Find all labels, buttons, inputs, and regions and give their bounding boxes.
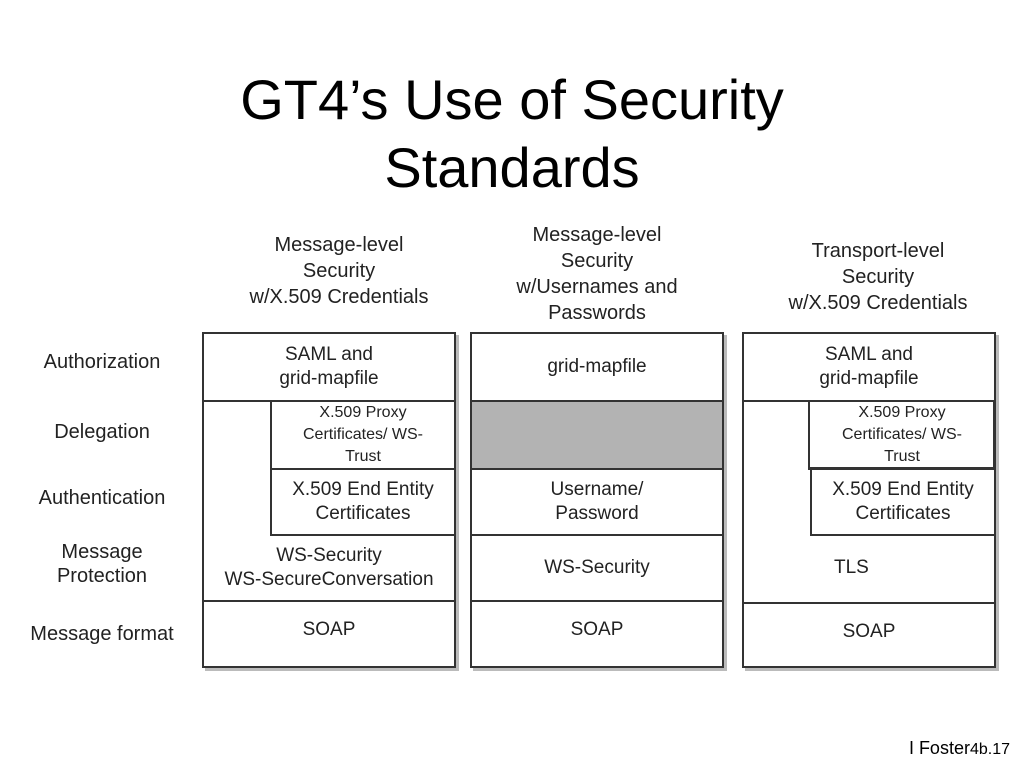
cell-authorization: SAML and grid-mapfile — [819, 344, 919, 389]
stack-transport-x509: SAML and grid-mapfile X.509 Proxy Certif… — [742, 332, 996, 668]
divider — [204, 600, 454, 602]
row-label-message-protection: Message Protection — [56, 541, 148, 587]
cell-delegation: X.509 Proxy Certificates/ WS- Trust — [302, 404, 423, 465]
slide-title-line2: Standards — [384, 136, 640, 199]
divider — [744, 602, 994, 604]
cell-authentication: X.509 End Entity Certificates — [832, 479, 974, 524]
stack-message-username: grid-mapfile Username/ Password WS-Secur… — [470, 332, 724, 668]
slide-number: 4b.17 — [969, 741, 1010, 758]
divider — [472, 600, 722, 602]
box-authentication — [270, 468, 456, 536]
cell-message-format: SOAP — [842, 621, 896, 642]
cell-message-format: SOAP — [570, 619, 624, 640]
author-label: I Foster — [908, 738, 970, 758]
column-header-transport-x509: Transport-level Security w/X.509 Credent… — [788, 240, 968, 314]
delegation-empty-block — [470, 400, 724, 470]
cell-authentication: X.509 End Entity Certificates — [292, 479, 434, 524]
column-header-message-x509: Message-level Security w/X.509 Credentia… — [249, 234, 429, 308]
divider — [472, 534, 722, 536]
slide-title-line1: GT4’s Use of Security — [240, 68, 784, 131]
cell-authorization: grid-mapfile — [547, 356, 647, 377]
cell-authorization: SAML and grid-mapfile — [279, 344, 379, 389]
cell-delegation: X.509 Proxy Certificates/ WS- Trust — [841, 404, 962, 465]
slide-title: GT4’s Use of Security Standards — [112, 66, 912, 202]
row-label-message-format: Message format — [30, 623, 174, 645]
row-label-authorization: Authorization — [43, 351, 161, 373]
cell-message-format: SOAP — [302, 619, 356, 640]
box-authentication — [810, 468, 996, 536]
row-label-authentication: Authentication — [38, 487, 166, 509]
column-header-message-username: Message-level Security w/Usernames and P… — [516, 224, 678, 324]
cell-message-protection: WS-Security — [544, 557, 650, 578]
stack-message-x509: SAML and grid-mapfile X.509 Proxy Certif… — [202, 332, 456, 668]
row-label-delegation: Delegation — [54, 421, 150, 443]
cell-authentication: Username/ Password — [550, 479, 644, 524]
slide-footer: I Foster4b.17 — [909, 738, 1010, 759]
cell-message-protection: WS-Security WS-SecureConversation — [224, 545, 434, 590]
cell-message-protection: TLS — [834, 557, 869, 578]
